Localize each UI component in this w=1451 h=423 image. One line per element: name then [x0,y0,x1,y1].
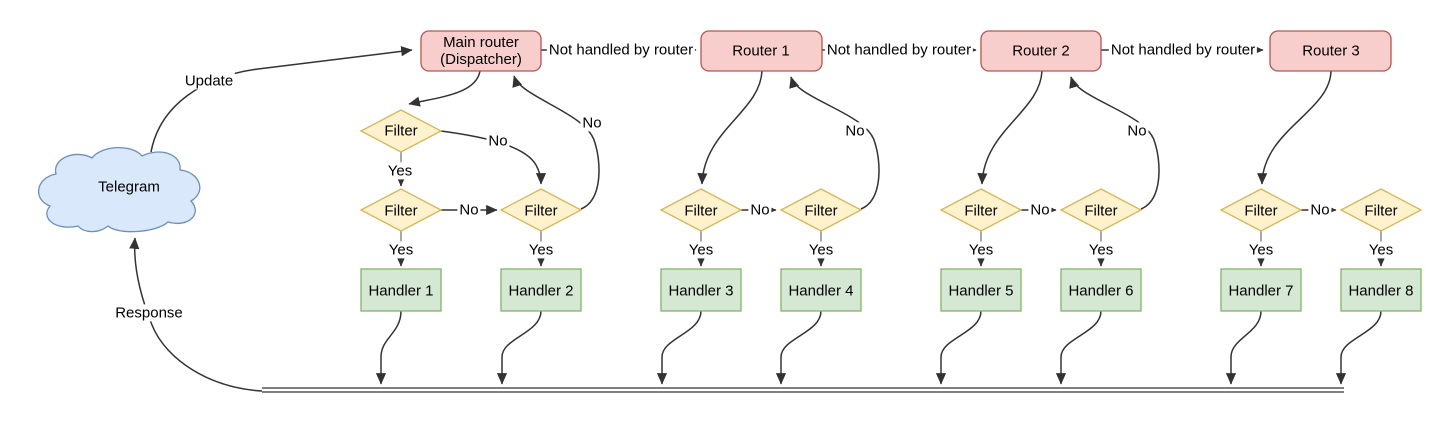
no-label: No [1028,201,1052,219]
dispatcher-down-edge [408,70,481,107]
handler-3-box [660,268,742,312]
handler-3-label: Handler 3 [668,282,734,300]
return-no-edge-dispatcher [512,75,600,210]
filter-label: Filter [1244,202,1278,220]
handler-8-out-edge [1335,310,1382,385]
return-no-edge-router1 [789,76,880,210]
handler-4-out-edge [775,310,822,385]
not-handled-label: Not handled by router [824,41,974,59]
filter-diamond [939,188,1023,232]
handler-1-box [360,268,442,312]
handler-2-label: Handler 2 [508,282,574,300]
router2-down-edge [977,70,1043,185]
handler-5-out-edge [935,310,982,385]
filter1-no-branch-edge [440,130,547,185]
yes-label: Yes [1246,241,1276,259]
main-router-box [420,30,542,72]
response-edge-label: Response [113,304,185,322]
filter-label: Filter [1084,202,1118,220]
return-no-edge-router2 [1069,76,1160,210]
main-router-label-line1: Main router [443,33,519,51]
router-3-box [1269,30,1392,72]
filter-label: Filter [684,202,718,220]
filter-diamond [499,188,583,232]
handler-5-label: Handler 5 [948,282,1014,300]
yes-label: Yes [1366,241,1396,259]
not-handled-label: Not handled by router [546,41,696,59]
filter-diamond [659,188,743,232]
no-label: No [486,132,510,150]
main-router-label-line2: (Dispatcher) [440,51,522,68]
handler-8-label: Handler 8 [1348,282,1414,300]
handler-5-box [940,268,1022,312]
handler-2-box [500,268,582,312]
router-2-box [980,30,1102,72]
filter-label: Filter [524,202,558,220]
handler-7-box [1220,268,1302,312]
main-router-label: Main router (Dispatcher) [440,34,522,69]
yes-label: Yes [806,241,836,259]
telegram-cloud [38,146,201,233]
router-3-label: Router 3 [1302,42,1360,60]
update-edge [150,46,413,153]
yes-label: Yes [966,241,996,259]
update-edge-label: Update [182,72,236,90]
handler-3-out-edge [656,310,702,385]
filter-diamond [1339,188,1423,232]
telegram-label: Telegram [98,178,160,196]
yes-label: Yes [385,162,415,180]
no-label: No [580,114,604,132]
yes-label: Yes [1086,241,1116,259]
filter-label: Filter [964,202,998,220]
handler-2-out-edge [496,310,542,385]
no-label: No [748,201,772,219]
handler-8-box [1340,268,1422,312]
no-label: No [1125,122,1149,140]
handler-6-box [1060,268,1142,312]
router-2-label: Router 2 [1012,42,1070,60]
no-label: No [843,122,867,140]
no-label: No [457,201,481,219]
response-edge [129,237,263,392]
filter-diamond [359,188,443,232]
filter-label: Filter [384,122,418,140]
filter-label: Filter [384,202,418,220]
handler-6-out-edge [1055,310,1102,385]
router1-down-edge [697,70,763,185]
handler-7-out-edge [1225,310,1262,385]
filter-diamond [1059,188,1143,232]
filter-label: Filter [804,202,838,220]
handler-4-label: Handler 4 [788,282,854,300]
filter-diamond [779,188,863,232]
yes-label: Yes [386,241,416,259]
no-label: No [1308,201,1332,219]
handler-4-box [780,268,862,312]
not-handled-label: Not handled by router [1108,41,1258,59]
router-1-label: Router 1 [732,42,790,60]
handler-7-label: Handler 7 [1228,282,1294,300]
filter-diamond [1219,188,1303,232]
handler-1-out-edge [375,310,402,385]
filter-label: Filter [1364,202,1398,220]
handler-6-label: Handler 6 [1068,282,1134,300]
handler-1-label: Handler 1 [368,282,434,300]
router3-down-edge [1257,70,1332,185]
yes-label: Yes [686,241,716,259]
filter-diamond-dispatcher-top [359,109,443,153]
router-1-box [700,30,823,72]
yes-label: Yes [526,241,556,259]
